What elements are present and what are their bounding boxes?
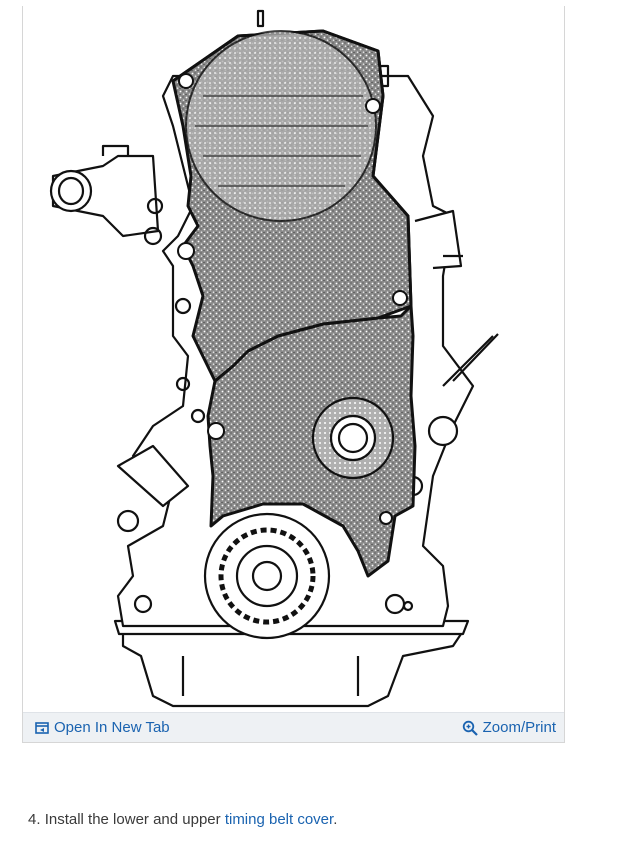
instruction-step: 4. Install the lower and upper timing be… — [28, 811, 337, 828]
step-text: Install the lower and upper — [44, 811, 221, 828]
engine-illustration[interactable] — [23, 6, 564, 711]
step-number: 4. — [28, 811, 41, 828]
open-in-new-tab-label: Open In New Tab — [54, 719, 170, 736]
zoom-print-link[interactable]: Zoom/Print — [462, 719, 556, 736]
figure-toolbar: Open In New Tab Zoom/Print — [23, 712, 564, 742]
open-in-new-tab-link[interactable]: Open In New Tab — [35, 719, 170, 736]
magnifier-icon — [462, 720, 478, 736]
step-text-end: . — [333, 811, 338, 828]
zoom-print-label: Zoom/Print — [482, 719, 556, 736]
timing-belt-cover-link[interactable]: timing belt cover — [224, 811, 334, 828]
figure-container: Open In New Tab Zoom/Print — [22, 6, 565, 743]
external-tab-icon — [35, 721, 49, 735]
